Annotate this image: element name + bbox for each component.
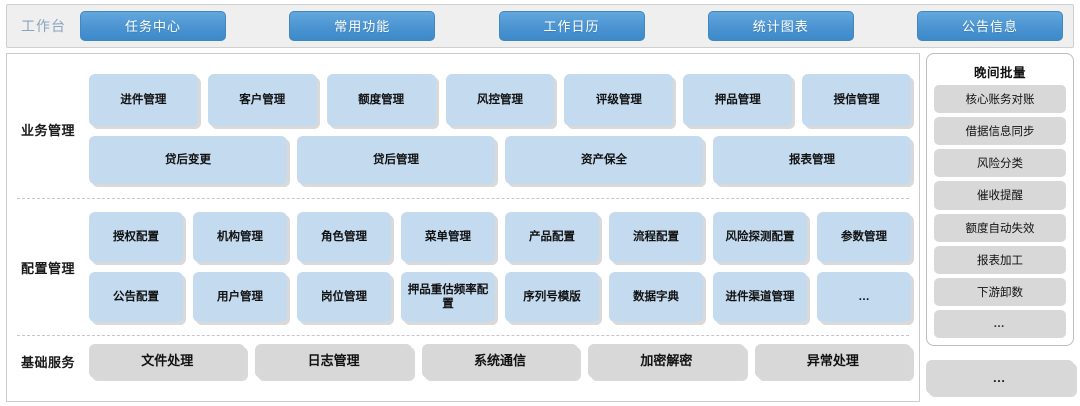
tile-collateral-revaluation-frequency-config[interactable]: 押品重估频率配置	[401, 272, 495, 322]
batch-item-credit-limit-auto-expiry[interactable]: 额度自动失效	[934, 213, 1066, 242]
tile-post-loan-change[interactable]: 贷后变更	[89, 136, 287, 184]
night-batch-panel: 晚间批量 核心账务对账 借据信息同步 风险分类 催收提醒 额度自动失效 报表加工…	[926, 53, 1074, 346]
tab-statistics-chart[interactable]: 统计图表	[707, 11, 854, 41]
tile-encryption-decryption[interactable]: 加密解密	[588, 344, 745, 378]
night-batch-list: 核心账务对账 借据信息同步 风险分类 催收提醒 额度自动失效 报表加工 下游卸数…	[934, 85, 1066, 338]
batch-item-risk-classification[interactable]: 风险分类	[934, 149, 1066, 178]
section-rows-basic-services: 文件处理 日志管理 系统通信 加密解密 异常处理	[89, 344, 912, 378]
tile-collateral-management[interactable]: 押品管理	[683, 74, 793, 126]
modules-panel: 业务管理 进件管理 客户管理 额度管理 风控管理 评级管理 押品管理 授信管理 …	[6, 53, 920, 402]
batch-item-collection-reminder[interactable]: 催收提醒	[934, 181, 1066, 210]
tile-basic-services-more[interactable]: …	[926, 360, 1074, 394]
tile-file-processing[interactable]: 文件处理	[89, 344, 246, 378]
batch-item-report-processing[interactable]: 报表加工	[934, 245, 1066, 274]
tile-parameter-management[interactable]: 参数管理	[817, 212, 911, 262]
tile-application-management[interactable]: 进件管理	[89, 74, 198, 126]
section-basic-services: 基础服务 文件处理 日志管理 系统通信 加密解密 异常处理	[15, 336, 912, 386]
tile-menu-management[interactable]: 菜单管理	[401, 212, 495, 262]
right-bottom-area: …	[926, 346, 1074, 402]
top-header-bar: 工作台 任务中心 常用功能 工作日历 统计图表 公告信息	[6, 4, 1074, 48]
configuration-row-1: 授权配置 机构管理 角色管理 菜单管理 产品配置 流程配置 风险探测配置 参数管…	[89, 212, 911, 262]
section-rows-business: 进件管理 客户管理 额度管理 风控管理 评级管理 押品管理 授信管理 贷后变更 …	[89, 74, 912, 184]
night-batch-title: 晚间批量	[973, 66, 1026, 80]
tile-data-dictionary[interactable]: 数据字典	[609, 272, 703, 322]
page-title: 工作台	[21, 18, 66, 34]
section-label-business: 业务管理	[21, 122, 76, 138]
section-configuration-management: 配置管理 授权配置 机构管理 角色管理 菜单管理 产品配置 流程配置 风险探测配…	[15, 199, 911, 335]
right-column: 晚间批量 核心账务对账 借据信息同步 风险分类 催收提醒 额度自动失效 报表加工…	[926, 53, 1074, 402]
section-label-basic-services: 基础服务	[21, 354, 76, 370]
tile-system-communication[interactable]: 系统通信	[421, 344, 579, 378]
tile-log-management[interactable]: 日志管理	[255, 344, 412, 378]
tab-common-functions[interactable]: 常用功能	[289, 11, 436, 41]
tile-report-management[interactable]: 报表管理	[713, 136, 911, 184]
batch-item-downstream-data-unload[interactable]: 下游卸数	[934, 277, 1066, 306]
tile-application-channel-management[interactable]: 进件渠道管理	[713, 272, 807, 322]
tab-task-center[interactable]: 任务中心	[80, 11, 226, 41]
tile-product-config[interactable]: 产品配置	[505, 212, 599, 262]
section-divider-2	[17, 335, 909, 336]
configuration-row-2: 公告配置 用户管理 岗位管理 押品重估频率配置 序列号模版 数据字典 进件渠道管…	[89, 272, 911, 322]
header-tab-list: 任务中心 常用功能 工作日历 统计图表 公告信息	[80, 11, 1063, 41]
business-row-2: 贷后变更 贷后管理 资产保全 报表管理	[89, 136, 911, 184]
tile-role-management[interactable]: 角色管理	[297, 212, 391, 262]
tile-organization-management[interactable]: 机构管理	[193, 212, 287, 262]
tile-position-management[interactable]: 岗位管理	[297, 272, 391, 322]
tile-exception-handling[interactable]: 异常处理	[754, 344, 912, 378]
tile-serial-number-template[interactable]: 序列号模版	[505, 272, 599, 322]
section-label-configuration: 配置管理	[21, 260, 76, 276]
tile-risk-detection-config[interactable]: 风险探测配置	[713, 212, 807, 262]
tile-announcement-config[interactable]: 公告配置	[89, 272, 183, 322]
batch-item-loan-receipt-sync[interactable]: 借据信息同步	[934, 117, 1066, 146]
business-row-1: 进件管理 客户管理 额度管理 风控管理 评级管理 押品管理 授信管理	[89, 74, 912, 126]
tile-authorization-config[interactable]: 授权配置	[89, 212, 183, 262]
tile-rating-management[interactable]: 评级管理	[564, 74, 674, 126]
batch-item-core-account-reconciliation[interactable]: 核心账务对账	[934, 85, 1066, 114]
tile-customer-management[interactable]: 客户管理	[207, 74, 317, 126]
tile-risk-control-management[interactable]: 风控管理	[445, 74, 555, 126]
section-divider-1	[17, 198, 909, 199]
tile-credit-granting-management[interactable]: 授信管理	[802, 74, 912, 126]
tile-credit-limit-management[interactable]: 额度管理	[326, 74, 436, 126]
tab-announcements[interactable]: 公告信息	[917, 11, 1063, 41]
body-wrapper: 业务管理 进件管理 客户管理 额度管理 风控管理 评级管理 押品管理 授信管理 …	[6, 53, 1074, 402]
tile-post-loan-management[interactable]: 贷后管理	[297, 136, 495, 184]
batch-item-more[interactable]: …	[934, 309, 1066, 338]
section-business-management: 业务管理 进件管理 客户管理 额度管理 风控管理 评级管理 押品管理 授信管理 …	[15, 60, 912, 198]
tile-user-management[interactable]: 用户管理	[193, 272, 287, 322]
tile-process-config[interactable]: 流程配置	[609, 212, 703, 262]
tile-configuration-more[interactable]: …	[817, 272, 911, 322]
tab-work-calendar[interactable]: 工作日历	[498, 11, 645, 41]
basic-services-row-1: 文件处理 日志管理 系统通信 加密解密 异常处理	[89, 344, 912, 378]
tile-asset-preservation[interactable]: 资产保全	[505, 136, 703, 184]
section-rows-configuration: 授权配置 机构管理 角色管理 菜单管理 产品配置 流程配置 风险探测配置 参数管…	[89, 212, 911, 322]
